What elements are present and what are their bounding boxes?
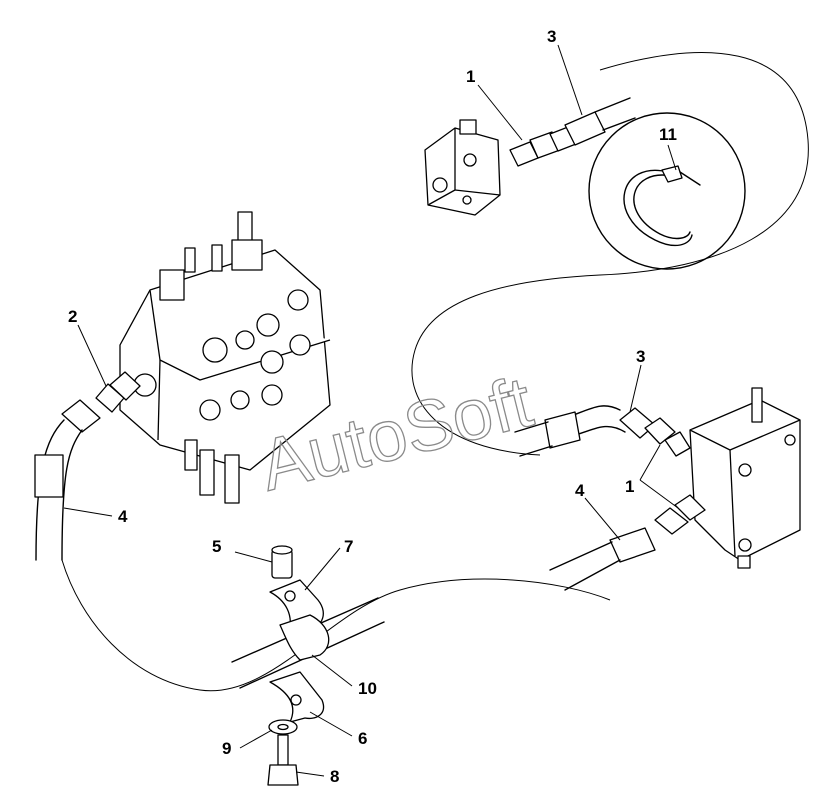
upper-fitting-1 — [509, 126, 577, 167]
bolt-8 — [267, 734, 299, 786]
callout-1-right: 1 — [625, 477, 634, 496]
left-fitting-2 — [95, 371, 141, 413]
leader-lines — [63, 44, 679, 777]
upper-valve-block — [424, 119, 501, 216]
upper-hose-3 — [564, 97, 636, 146]
callout-4-right: 4 — [575, 481, 585, 500]
cable-tie-detail — [588, 112, 746, 270]
callout-5: 5 — [212, 537, 221, 556]
callout-7: 7 — [344, 537, 353, 556]
right-hose-4 — [549, 527, 656, 591]
callout-6: 6 — [358, 729, 367, 748]
right-hose-3 — [514, 405, 626, 457]
callout-1-upper: 1 — [466, 67, 475, 86]
right-valve — [689, 387, 801, 569]
clamp-bottom-6 — [269, 671, 325, 723]
callout-3-right: 3 — [636, 347, 645, 366]
callout-10: 10 — [358, 679, 377, 698]
callout-3-upper: 3 — [547, 27, 556, 46]
control-valve-bank — [119, 211, 331, 504]
clamp-lower-10 — [279, 614, 330, 661]
left-hose-4 — [34, 399, 101, 561]
callout-9: 9 — [222, 739, 231, 758]
right-fitting-lower — [654, 494, 706, 535]
callout-8: 8 — [330, 767, 339, 786]
spacer-5 — [271, 545, 293, 579]
callout-2: 2 — [68, 307, 77, 326]
washer-9 — [268, 719, 298, 735]
right-fitting-upper — [619, 407, 691, 457]
callout-4-left: 4 — [118, 507, 128, 526]
callout-11: 11 — [659, 125, 677, 144]
callouts: 1 3 11 2 4 3 1 4 5 7 10 9 6 8 — [68, 27, 677, 786]
